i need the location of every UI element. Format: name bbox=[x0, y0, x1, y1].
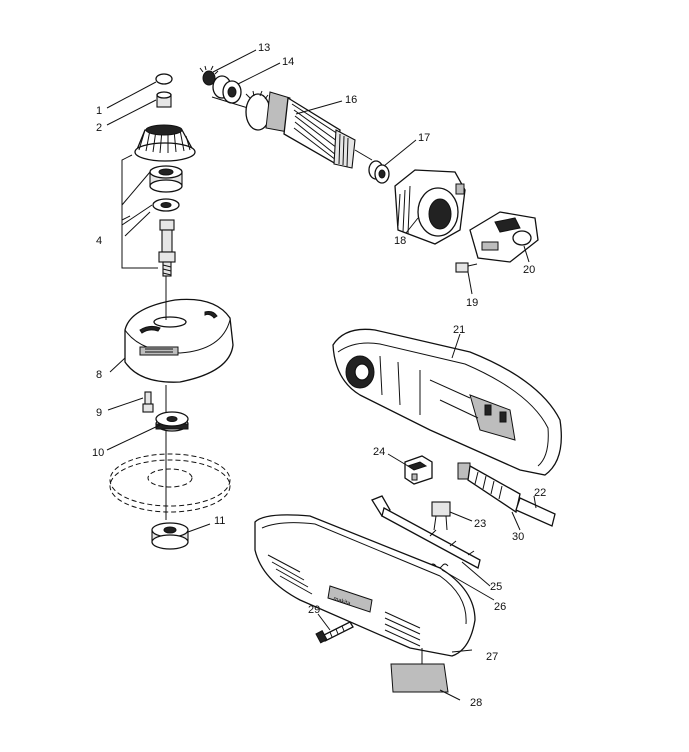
brush-holder bbox=[469, 211, 539, 263]
rear-cover bbox=[254, 514, 476, 657]
part-4-bracket bbox=[121, 154, 158, 269]
inner-flange bbox=[155, 411, 189, 432]
part-number-13: 13 bbox=[258, 42, 270, 54]
leader-lines bbox=[106, 49, 537, 701]
part-number-25: 25 bbox=[490, 581, 502, 593]
part-number-4: 4 bbox=[96, 235, 102, 247]
carbon-brush bbox=[455, 262, 478, 273]
part-number-8: 8 bbox=[96, 369, 102, 381]
part-number-17: 17 bbox=[418, 132, 430, 144]
armature bbox=[211, 90, 373, 169]
wheel-guard bbox=[124, 298, 234, 383]
part-number-18: 18 bbox=[394, 235, 406, 247]
part-number-2: 2 bbox=[96, 122, 102, 134]
part-9-bolt bbox=[142, 391, 154, 413]
switch bbox=[404, 455, 433, 485]
capacitor bbox=[431, 501, 451, 531]
armature-front-bearing bbox=[212, 75, 242, 104]
part-number-26: 26 bbox=[494, 601, 506, 613]
lock-nut bbox=[151, 522, 189, 550]
part-number-29: 29 bbox=[308, 604, 320, 616]
part-number-1: 1 bbox=[96, 105, 102, 117]
part-number-28: 28 bbox=[470, 697, 482, 709]
grinding-wheel-outline bbox=[109, 430, 231, 520]
part-number-20: 20 bbox=[523, 264, 535, 276]
part-number-23: 23 bbox=[474, 518, 486, 530]
pinion-gear bbox=[199, 65, 219, 86]
spindle-bearing bbox=[149, 165, 183, 193]
part-number-22: 22 bbox=[534, 487, 546, 499]
part-number-19: 19 bbox=[466, 297, 478, 309]
motor-housing bbox=[332, 328, 562, 476]
part-number-16: 16 bbox=[345, 94, 357, 106]
nameplate bbox=[390, 663, 449, 693]
brand-label: makita bbox=[332, 596, 351, 607]
part-number-10: 10 bbox=[92, 447, 104, 459]
part-1-cap bbox=[155, 73, 173, 85]
switch-lever bbox=[371, 495, 481, 569]
power-cord bbox=[515, 497, 556, 527]
part-2-sleeve bbox=[156, 91, 172, 108]
cover-screw bbox=[315, 621, 354, 644]
spindle-shaft bbox=[158, 219, 176, 277]
part-number-30: 30 bbox=[512, 531, 524, 543]
armature-rear-bearing bbox=[368, 160, 390, 184]
spindle-washer bbox=[152, 198, 180, 212]
part-number-14: 14 bbox=[282, 56, 294, 68]
part-number-21: 21 bbox=[453, 324, 465, 336]
part-number-9: 9 bbox=[96, 407, 102, 419]
cord-guard bbox=[457, 462, 521, 514]
field-stator bbox=[394, 169, 466, 245]
part-number-11: 11 bbox=[214, 515, 225, 527]
bevel-gear bbox=[134, 124, 196, 162]
part-number-24: 24 bbox=[373, 446, 385, 458]
part-number-27: 27 bbox=[486, 651, 498, 663]
